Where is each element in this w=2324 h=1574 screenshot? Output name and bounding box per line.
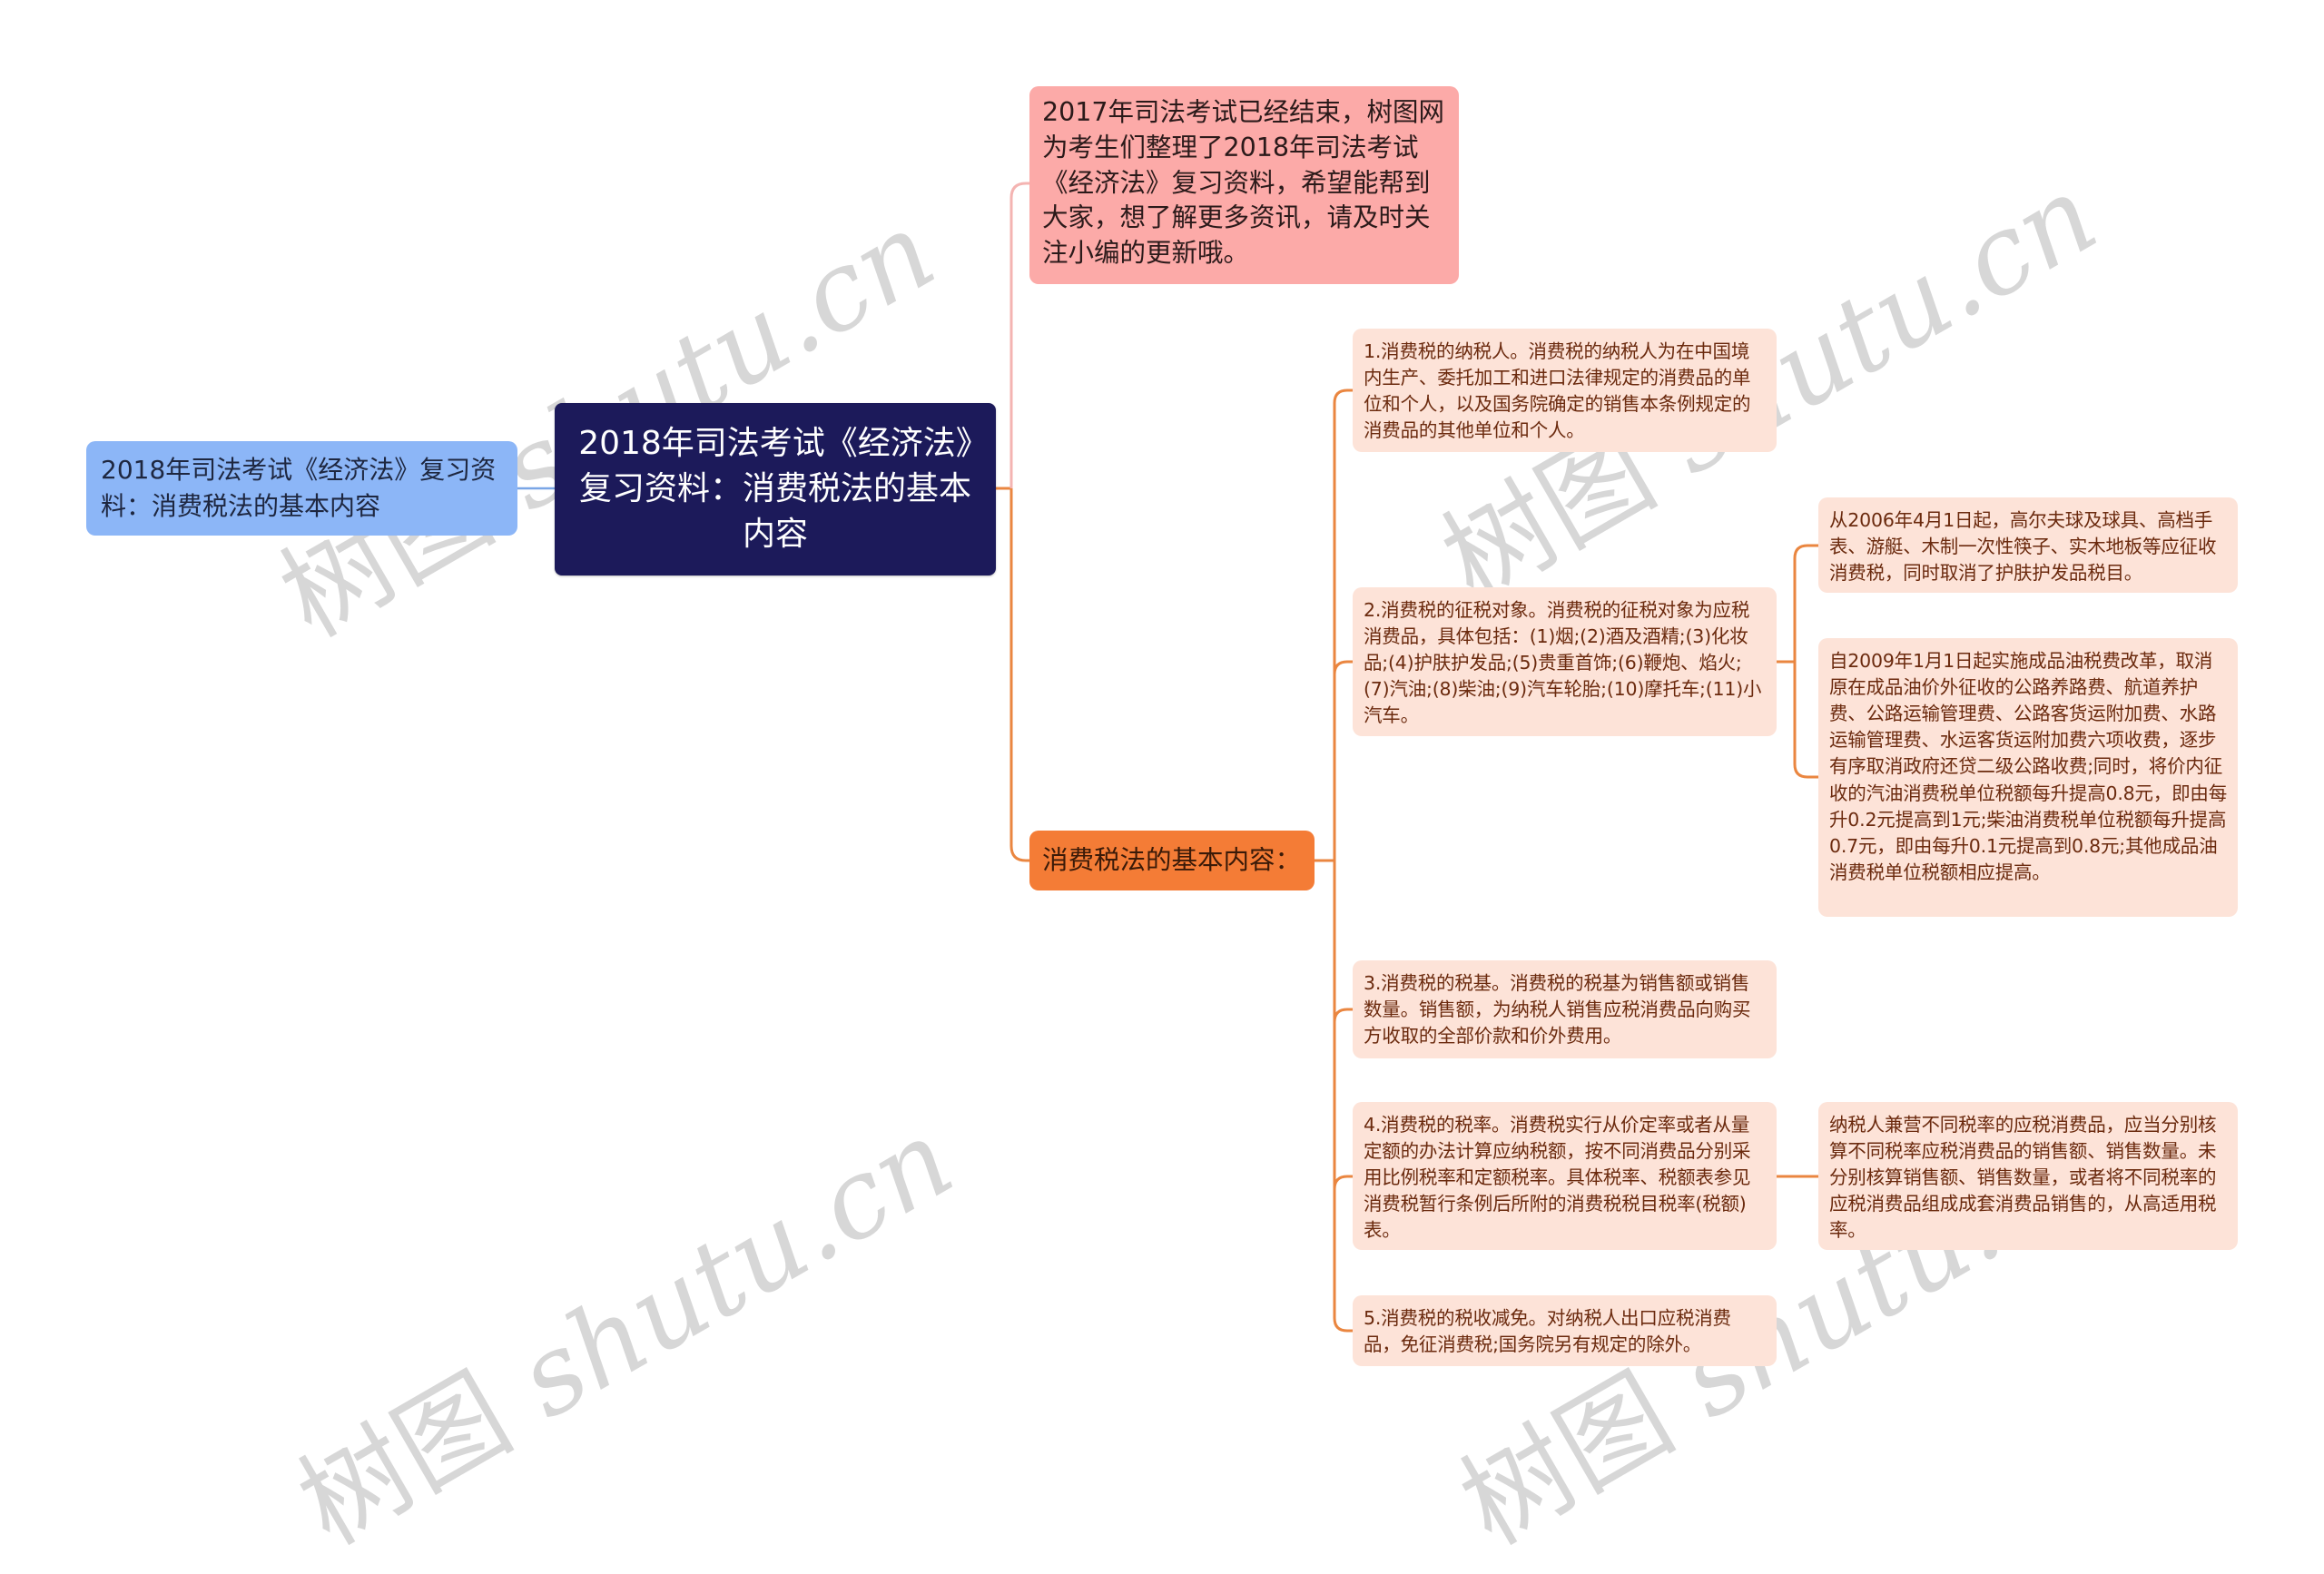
connector-item-2	[1333, 660, 1353, 675]
item-label: 自2009年1月1日起实施成品油税费改革，取消原在成品油价外征收的公路养路费、航…	[1829, 650, 2228, 883]
connector-item2-children	[1793, 544, 1818, 779]
connector-intro	[1009, 182, 1029, 488]
item-node-4-child-1[interactable]: 纳税人兼营不同税率的应税消费品，应当分别核算不同税率应税消费品的销售额、销售数量…	[1818, 1102, 2238, 1250]
item-node-2[interactable]: 2.消费税的征税对象。消费税的征税对象为应税消费品，具体包括：(1)烟;(2)酒…	[1353, 587, 1777, 736]
connector-item-4	[1333, 1175, 1353, 1190]
item-node-5[interactable]: 5.消费税的税收减免。对纳税人出口应税消费品，免征消费税;国务院另有规定的除外。	[1353, 1295, 1777, 1366]
item-node-2-child-2[interactable]: 自2009年1月1日起实施成品油税费改革，取消原在成品油价外征收的公路养路费、航…	[1818, 638, 2238, 917]
item-label: 4.消费税的税率。消费税实行从价定率或者从量定额的办法计算应纳税额，按不同消费品…	[1364, 1114, 1751, 1242]
left-summary-node[interactable]: 2018年司法考试《经济法》复习资料：消费税法的基本内容	[86, 441, 517, 536]
item-label: 3.消费税的税基。消费税的税基为销售额或销售数量。销售额，为纳税人销售应税消费品…	[1364, 972, 1751, 1048]
connector-section	[1009, 488, 1029, 862]
connector-item-3	[1333, 1008, 1353, 1023]
item-label: 5.消费税的税收减免。对纳税人出口应税消费品，免征消费税;国务院另有规定的除外。	[1364, 1307, 1731, 1356]
section-node[interactable]: 消费税法的基本内容：	[1029, 831, 1315, 890]
item-label: 纳税人兼营不同税率的应税消费品，应当分别核算不同税率应税消费品的销售额、销售数量…	[1829, 1114, 2217, 1242]
intro-label: 2017年司法考试已经结束，树图网为考生们整理了2018年司法考试《经济法》复习…	[1042, 97, 1445, 268]
intro-node[interactable]: 2017年司法考试已经结束，树图网为考生们整理了2018年司法考试《经济法》复习…	[1029, 86, 1459, 284]
item-node-4[interactable]: 4.消费税的税率。消费税实行从价定率或者从量定额的办法计算应纳税额，按不同消费品…	[1353, 1102, 1777, 1250]
item-label: 2.消费税的征税对象。消费税的征税对象为应税消费品，具体包括：(1)烟;(2)酒…	[1364, 599, 1762, 727]
item-label: 1.消费税的纳税人。消费税的纳税人为在中国境内生产、委托加工和进口法律规定的消费…	[1364, 340, 1751, 442]
item-node-1[interactable]: 1.消费税的纳税人。消费税的纳税人为在中国境内生产、委托加工和进口法律规定的消费…	[1353, 329, 1777, 452]
left-summary-label: 2018年司法考试《经济法》复习资料：消费税法的基本内容	[101, 455, 497, 521]
section-label: 消费税法的基本内容：	[1042, 844, 1302, 875]
connector-items-trunk	[1333, 389, 1353, 1333]
root-node[interactable]: 2018年司法考试《经济法》复习资料：消费税法的基本内容	[555, 403, 996, 575]
root-label: 2018年司法考试《经济法》复习资料：消费税法的基本内容	[578, 425, 972, 553]
item-node-2-child-1[interactable]: 从2006年4月1日起，高尔夫球及球具、高档手表、游艇、木制一次性筷子、实木地板…	[1818, 497, 2238, 593]
connector-lines	[517, 182, 1818, 1333]
item-node-3[interactable]: 3.消费税的税基。消费税的税基为销售额或销售数量。销售额，为纳税人销售应税消费品…	[1353, 960, 1777, 1058]
item-label: 从2006年4月1日起，高尔夫球及球具、高档手表、游艇、木制一次性筷子、实木地板…	[1829, 509, 2217, 585]
